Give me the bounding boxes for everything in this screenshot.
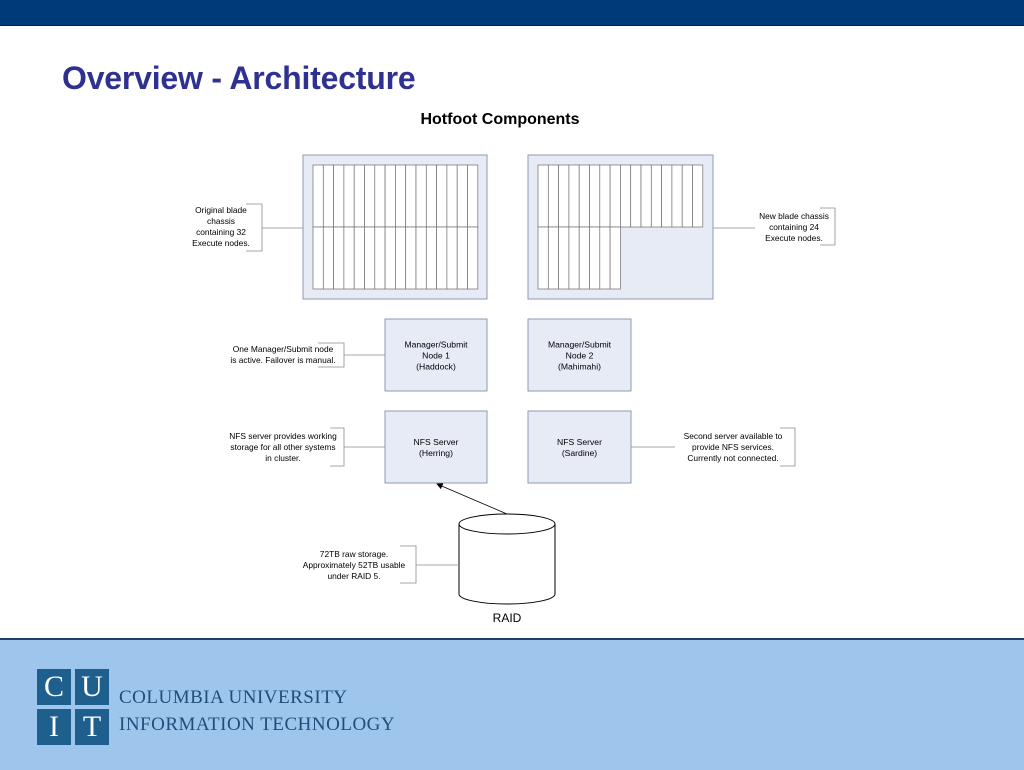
nfs-server-sardine-label: NFS Server(Sardine) [557, 437, 602, 458]
blade-slot [353, 226, 365, 290]
blade-slot [364, 226, 376, 290]
blade-slot [353, 164, 365, 228]
blade-slot [578, 226, 590, 290]
raid-to-nfs-arrow [436, 483, 508, 515]
blade-slot [578, 164, 590, 228]
new-blade-chassis [527, 154, 714, 300]
blade-slot [384, 226, 396, 290]
logo-letter-u: U [75, 669, 109, 705]
diagram-title: Hotfoot Components [420, 111, 580, 128]
blade-slot [312, 226, 324, 290]
blade-slot [537, 164, 549, 228]
blade-slot [415, 164, 427, 228]
blade-slot [609, 226, 621, 290]
blade-slot [547, 226, 559, 290]
blade-slot [650, 164, 662, 228]
blade-slot [405, 164, 417, 228]
blade-slot [425, 164, 437, 228]
blade-slot [322, 226, 334, 290]
org-name: COLUMBIA UNIVERSITY INFORMATION TECHNOLO… [119, 684, 395, 738]
blade-slot [384, 164, 396, 228]
blade-slot [589, 226, 601, 290]
blade-slot [405, 226, 417, 290]
blade-slot [333, 164, 345, 228]
logo-letter-c: C [37, 669, 71, 705]
blade-slot [364, 164, 376, 228]
nfs-server-sardine-box: NFS Server(Sardine) [527, 410, 632, 484]
blade-slot [589, 164, 601, 228]
blade-slot [568, 226, 580, 290]
blade-slot [395, 164, 407, 228]
blade-slot [343, 164, 355, 228]
footer: C U I T COLUMBIA UNIVERSITY INFORMATION … [0, 638, 1024, 770]
blade-slot [374, 226, 386, 290]
blade-slot [630, 164, 642, 228]
blade-slot [558, 226, 570, 290]
blade-slot [312, 164, 324, 228]
blade-slot [681, 164, 693, 228]
blade-slot [374, 164, 386, 228]
blade-slot [456, 164, 468, 228]
org-name-line1: COLUMBIA UNIVERSITY [119, 687, 348, 708]
blade-slot [599, 164, 611, 228]
raid-label: RAID [493, 611, 522, 625]
blade-slot [671, 164, 683, 228]
blade-slot [343, 226, 355, 290]
blade-slot [446, 164, 458, 228]
blade-slot [609, 164, 621, 228]
annotation-raid: 72TB raw storage.Approximately 52TB usab… [303, 545, 459, 584]
nfs-server-herring-label: NFS Server(Herring) [414, 437, 459, 458]
blade-slot [333, 226, 345, 290]
blade-slot [446, 226, 458, 290]
blade-slot [547, 164, 559, 228]
logo-letter-t: T [75, 709, 109, 745]
blade-slot [568, 164, 580, 228]
blade-slot [661, 164, 673, 228]
cuit-logo: C U I T [37, 669, 109, 745]
blade-slot [395, 226, 407, 290]
slide-title: Overview - Architecture [62, 60, 416, 96]
blade-slot [436, 226, 448, 290]
original-blade-chassis [302, 154, 488, 300]
org-name-line2: INFORMATION TECHNOLOGY [119, 714, 396, 735]
blade-slot [692, 164, 704, 228]
annotation-raid-text: 72TB raw storage.Approximately 52TB usab… [303, 549, 406, 581]
blade-slot [322, 164, 334, 228]
raid-storage: RAID [458, 513, 556, 625]
logo-letter-i: I [37, 709, 71, 745]
blade-slot [425, 226, 437, 290]
blade-slot [537, 226, 549, 290]
nfs-server-herring-box: NFS Server(Herring) [384, 410, 488, 484]
blade-slot [415, 226, 427, 290]
blade-slot [467, 226, 479, 290]
blade-slot [620, 164, 632, 228]
top-bar [0, 0, 1024, 26]
blade-slot [467, 164, 479, 228]
blade-slot [640, 164, 652, 228]
blade-slot [599, 226, 611, 290]
blade-slot [456, 226, 468, 290]
blade-slot [436, 164, 448, 228]
blade-slot [558, 164, 570, 228]
